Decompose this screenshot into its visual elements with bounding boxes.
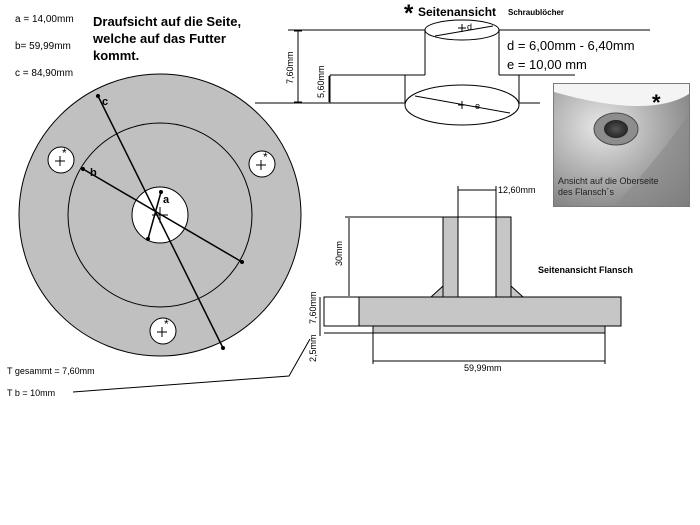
flange-photo-image (554, 84, 689, 206)
disc-inner-ring (67, 122, 253, 308)
flange-side-view (319, 186, 622, 364)
heading-line-3: kommt. (93, 48, 140, 63)
label-a: a (163, 194, 170, 206)
note-t-total: T gesammt = 7,60mm (7, 366, 95, 376)
dim-point (221, 346, 225, 350)
dim-total-height: 7,60mm (285, 51, 295, 84)
side-view-subtitle: Schraublöcher (508, 8, 565, 17)
label-e: e (475, 101, 481, 111)
label-d: d (467, 22, 473, 32)
flange-step (372, 325, 606, 334)
heading-line-2: welche auf das Futter (93, 31, 226, 46)
dim-top-width: 12,60mm (498, 185, 536, 195)
note-t-b: T b = 10mm (7, 388, 56, 398)
dim-width: 59,99mm (464, 363, 502, 373)
hole-star: * (263, 150, 268, 164)
param-c: c = 84,90mm (15, 68, 74, 79)
screw-hole-right (248, 150, 276, 178)
param-b: b= 59,99mm (15, 41, 71, 52)
side-view-star: * (404, 0, 414, 27)
dim-hub-height: 30mm (334, 240, 344, 266)
hub-bore (457, 216, 497, 298)
d-value: d = 6,00mm - 6,40mm (507, 38, 635, 53)
flange-recess (323, 296, 360, 327)
screw-hole-bottom (149, 317, 177, 345)
flange-plate (358, 296, 622, 327)
screw-hole-side-view (255, 19, 650, 126)
photo-star: * (652, 90, 661, 115)
heading-line-1: Draufsicht auf die Seite, (93, 14, 242, 29)
hole-star: * (164, 317, 169, 331)
photo-caption-line: des Flansch´s (558, 187, 615, 197)
dim-point (240, 260, 244, 264)
dim-point (159, 190, 163, 194)
param-a: a = 14,00mm (15, 14, 74, 25)
hub-chamfer-right (510, 284, 525, 298)
flange-photo: * Ansicht auf die Oberseite des Flansch´… (553, 83, 690, 207)
screw-hole-left (47, 146, 75, 174)
dim-point (81, 167, 85, 171)
dim-bottom-step: 2,5mm (308, 334, 318, 362)
photo-caption-line: Ansicht auf die Oberseite (558, 176, 659, 186)
dim-point (96, 94, 100, 98)
dim-step-height: 5,60mm (316, 65, 326, 98)
hub-chamfer-left (429, 284, 444, 298)
e-value: e = 10,00 mm (507, 57, 587, 72)
hole-star: * (62, 146, 67, 160)
top-view-disc (18, 73, 302, 357)
label-b: b (90, 167, 97, 179)
flange-title: Seitenansicht Flansch (538, 265, 634, 275)
note-leader (72, 338, 311, 393)
label-c: c (102, 96, 109, 108)
side-view-title: Seitenansicht (418, 5, 497, 19)
photo-caption: Ansicht auf die Oberseite des Flansch´s (558, 176, 659, 198)
dim-flange-thickness: 7,60mm (308, 291, 318, 324)
dim-point (146, 237, 150, 241)
